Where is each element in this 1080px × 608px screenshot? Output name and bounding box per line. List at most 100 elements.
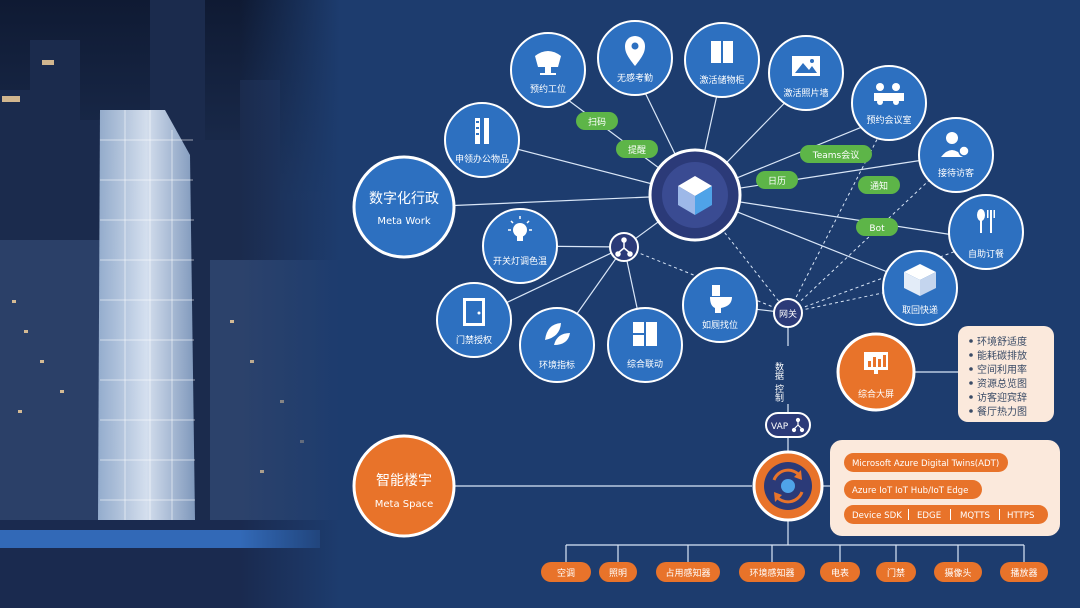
network-icon bbox=[791, 417, 805, 433]
location-pin-icon bbox=[625, 36, 645, 66]
dashboard-item: 空间利用率 bbox=[969, 363, 1027, 376]
meta-work-node[interactable]: 数字化行政 Meta Work bbox=[352, 155, 456, 259]
feature-label: 预约工位 bbox=[530, 83, 566, 95]
iot-hub-node[interactable] bbox=[752, 450, 824, 522]
feature-node-desk[interactable]: 预约工位 bbox=[510, 32, 586, 108]
svg-text:日历: 日历 bbox=[768, 176, 786, 187]
device-pill[interactable]: 摄像头 bbox=[934, 562, 982, 582]
tag-reminder[interactable]: 提醒 bbox=[616, 140, 658, 158]
feature-node-visitor[interactable]: 接待访客 bbox=[918, 117, 994, 193]
svg-text:资源总览图: 资源总览图 bbox=[977, 377, 1027, 390]
dashboard-item: 环境舒适度 bbox=[969, 335, 1027, 348]
chair-icon bbox=[535, 51, 561, 75]
feature-node-toilet[interactable]: 如厕找位 bbox=[682, 267, 758, 343]
dashboard-label: 综合大屏 bbox=[858, 388, 894, 400]
dashboard-item: 能耗碳排放 bbox=[969, 349, 1027, 362]
linkage-hub[interactable] bbox=[609, 232, 639, 262]
feature-node-access[interactable]: 门禁授权 bbox=[436, 282, 512, 358]
cube-icon bbox=[678, 176, 712, 215]
tag-bot[interactable]: Bot bbox=[856, 218, 898, 236]
device-pill[interactable]: 空调 bbox=[541, 562, 591, 582]
device-pill[interactable]: 门禁 bbox=[876, 562, 916, 582]
door-icon bbox=[463, 298, 485, 326]
meta-work-subtitle: Meta Work bbox=[377, 216, 431, 227]
feature-label: 开关灯调色温 bbox=[493, 255, 547, 267]
protocol-pill[interactable]: Device SDK EDGE MQTTS HTTPS bbox=[844, 505, 1048, 524]
svg-text:环境舒适度: 环境舒适度 bbox=[977, 335, 1027, 348]
dashboard-panel: 环境舒适度 能耗碳排放 空间利用率 资源总览图 访客迎宾辞 餐厅热力图 bbox=[958, 326, 1054, 422]
tag-teams[interactable]: Teams会议 bbox=[800, 145, 872, 163]
tag-scan[interactable]: 扫码 bbox=[576, 112, 618, 130]
svg-text:摄像头: 摄像头 bbox=[944, 567, 971, 579]
feature-label: 接待访客 bbox=[938, 167, 974, 179]
feature-label: 环境指标 bbox=[539, 359, 575, 371]
network-icon bbox=[615, 237, 633, 257]
feature-label: 取回快递 bbox=[902, 304, 938, 316]
protocol-label: EDGE bbox=[917, 511, 941, 521]
svg-text:Teams会议: Teams会议 bbox=[812, 149, 859, 161]
svg-text:提醒: 提醒 bbox=[628, 145, 646, 156]
feature-node-meeting-room[interactable]: 预约会议室 bbox=[851, 65, 927, 141]
utensils-icon bbox=[977, 209, 995, 233]
feature-node-lighting[interactable]: 开关灯调色温 bbox=[482, 208, 558, 284]
feature-node-photo-wall[interactable]: 激活照片墙 bbox=[768, 35, 844, 111]
feature-label: 预约会议室 bbox=[866, 114, 911, 126]
svg-text:通知: 通知 bbox=[870, 180, 888, 192]
channel-labels: 数据 控制 bbox=[773, 346, 794, 404]
tag-calendar[interactable]: 日历 bbox=[756, 171, 798, 189]
city-night-photo bbox=[0, 0, 340, 608]
device-pill[interactable]: 照明 bbox=[599, 562, 637, 582]
protocol-label: Device SDK bbox=[852, 511, 902, 521]
iot-hub-pill[interactable]: Azure IoT IoT Hub/IoT Edge bbox=[844, 480, 982, 499]
lightbulb-icon bbox=[508, 216, 532, 241]
gateway-node[interactable]: 网关 bbox=[773, 298, 803, 328]
svg-text:空间利用率: 空间利用率 bbox=[977, 363, 1027, 376]
package-icon bbox=[904, 264, 936, 296]
photo-wall-icon bbox=[792, 56, 820, 76]
feature-label: 自助订餐 bbox=[968, 248, 1004, 260]
svg-text:能耗碳排放: 能耗碳排放 bbox=[977, 349, 1027, 362]
device-pill[interactable]: 播放器 bbox=[1000, 562, 1048, 582]
dashboard-item: 餐厅热力图 bbox=[969, 405, 1027, 418]
svg-text:访客迎宾辞: 访客迎宾辞 bbox=[977, 391, 1027, 404]
channel-data-label: 数据 bbox=[773, 361, 784, 381]
svg-text:播放器: 播放器 bbox=[1010, 567, 1037, 579]
meta-space-node[interactable]: 智能楼宇 Meta Space bbox=[352, 434, 456, 538]
tag-notify[interactable]: 通知 bbox=[858, 176, 900, 194]
vap-node[interactable]: VAP bbox=[765, 412, 811, 438]
dashboard-node[interactable]: 综合大屏 bbox=[836, 332, 916, 412]
feature-node-ordering[interactable]: 自助订餐 bbox=[948, 194, 1024, 270]
protocol-label: MQTTS bbox=[960, 511, 990, 521]
meta-space-title: 智能楼宇 bbox=[376, 473, 432, 489]
device-pill[interactable]: 电表 bbox=[820, 562, 860, 582]
device-pill[interactable]: 环境感知器 bbox=[739, 562, 805, 582]
central-hub-node[interactable] bbox=[648, 148, 742, 242]
feature-node-linkage[interactable]: 综合联动 bbox=[607, 307, 683, 383]
feature-label: 无感考勤 bbox=[617, 72, 653, 84]
svg-text:Bot: Bot bbox=[869, 224, 885, 234]
leaf-icon bbox=[545, 323, 570, 345]
locker-icon bbox=[711, 41, 733, 63]
dashboard-item: 访客迎宾辞 bbox=[969, 391, 1027, 404]
feature-label: 门禁授权 bbox=[456, 334, 492, 346]
bar-chart-icon bbox=[864, 352, 888, 374]
feature-label: 申领办公物品 bbox=[455, 153, 509, 165]
adt-label: Microsoft Azure Digital Twins(ADT) bbox=[852, 459, 999, 469]
adt-pill[interactable]: Microsoft Azure Digital Twins(ADT) bbox=[844, 453, 1008, 472]
visitor-icon bbox=[941, 132, 970, 157]
iot-hub-label: Azure IoT IoT Hub/IoT Edge bbox=[852, 486, 968, 496]
svg-text:环境感知器: 环境感知器 bbox=[749, 567, 794, 579]
vap-label: VAP bbox=[771, 422, 789, 432]
feature-node-supplies[interactable]: 申领办公物品 bbox=[444, 102, 520, 178]
feature-node-locker[interactable]: 激活储物柜 bbox=[684, 22, 760, 98]
feature-node-parcel[interactable]: 取回快递 bbox=[882, 250, 958, 326]
feature-node-environment[interactable]: 环境指标 bbox=[519, 307, 595, 383]
feature-node-attendance[interactable]: 无感考勤 bbox=[597, 20, 673, 96]
meta-space-subtitle: Meta Space bbox=[375, 499, 433, 510]
svg-text:空调: 空调 bbox=[557, 567, 575, 579]
toilet-icon bbox=[710, 285, 732, 313]
device-pill[interactable]: 占用感知器 bbox=[656, 562, 720, 582]
feature-label: 综合联动 bbox=[627, 358, 663, 370]
svg-text:照明: 照明 bbox=[609, 568, 627, 579]
